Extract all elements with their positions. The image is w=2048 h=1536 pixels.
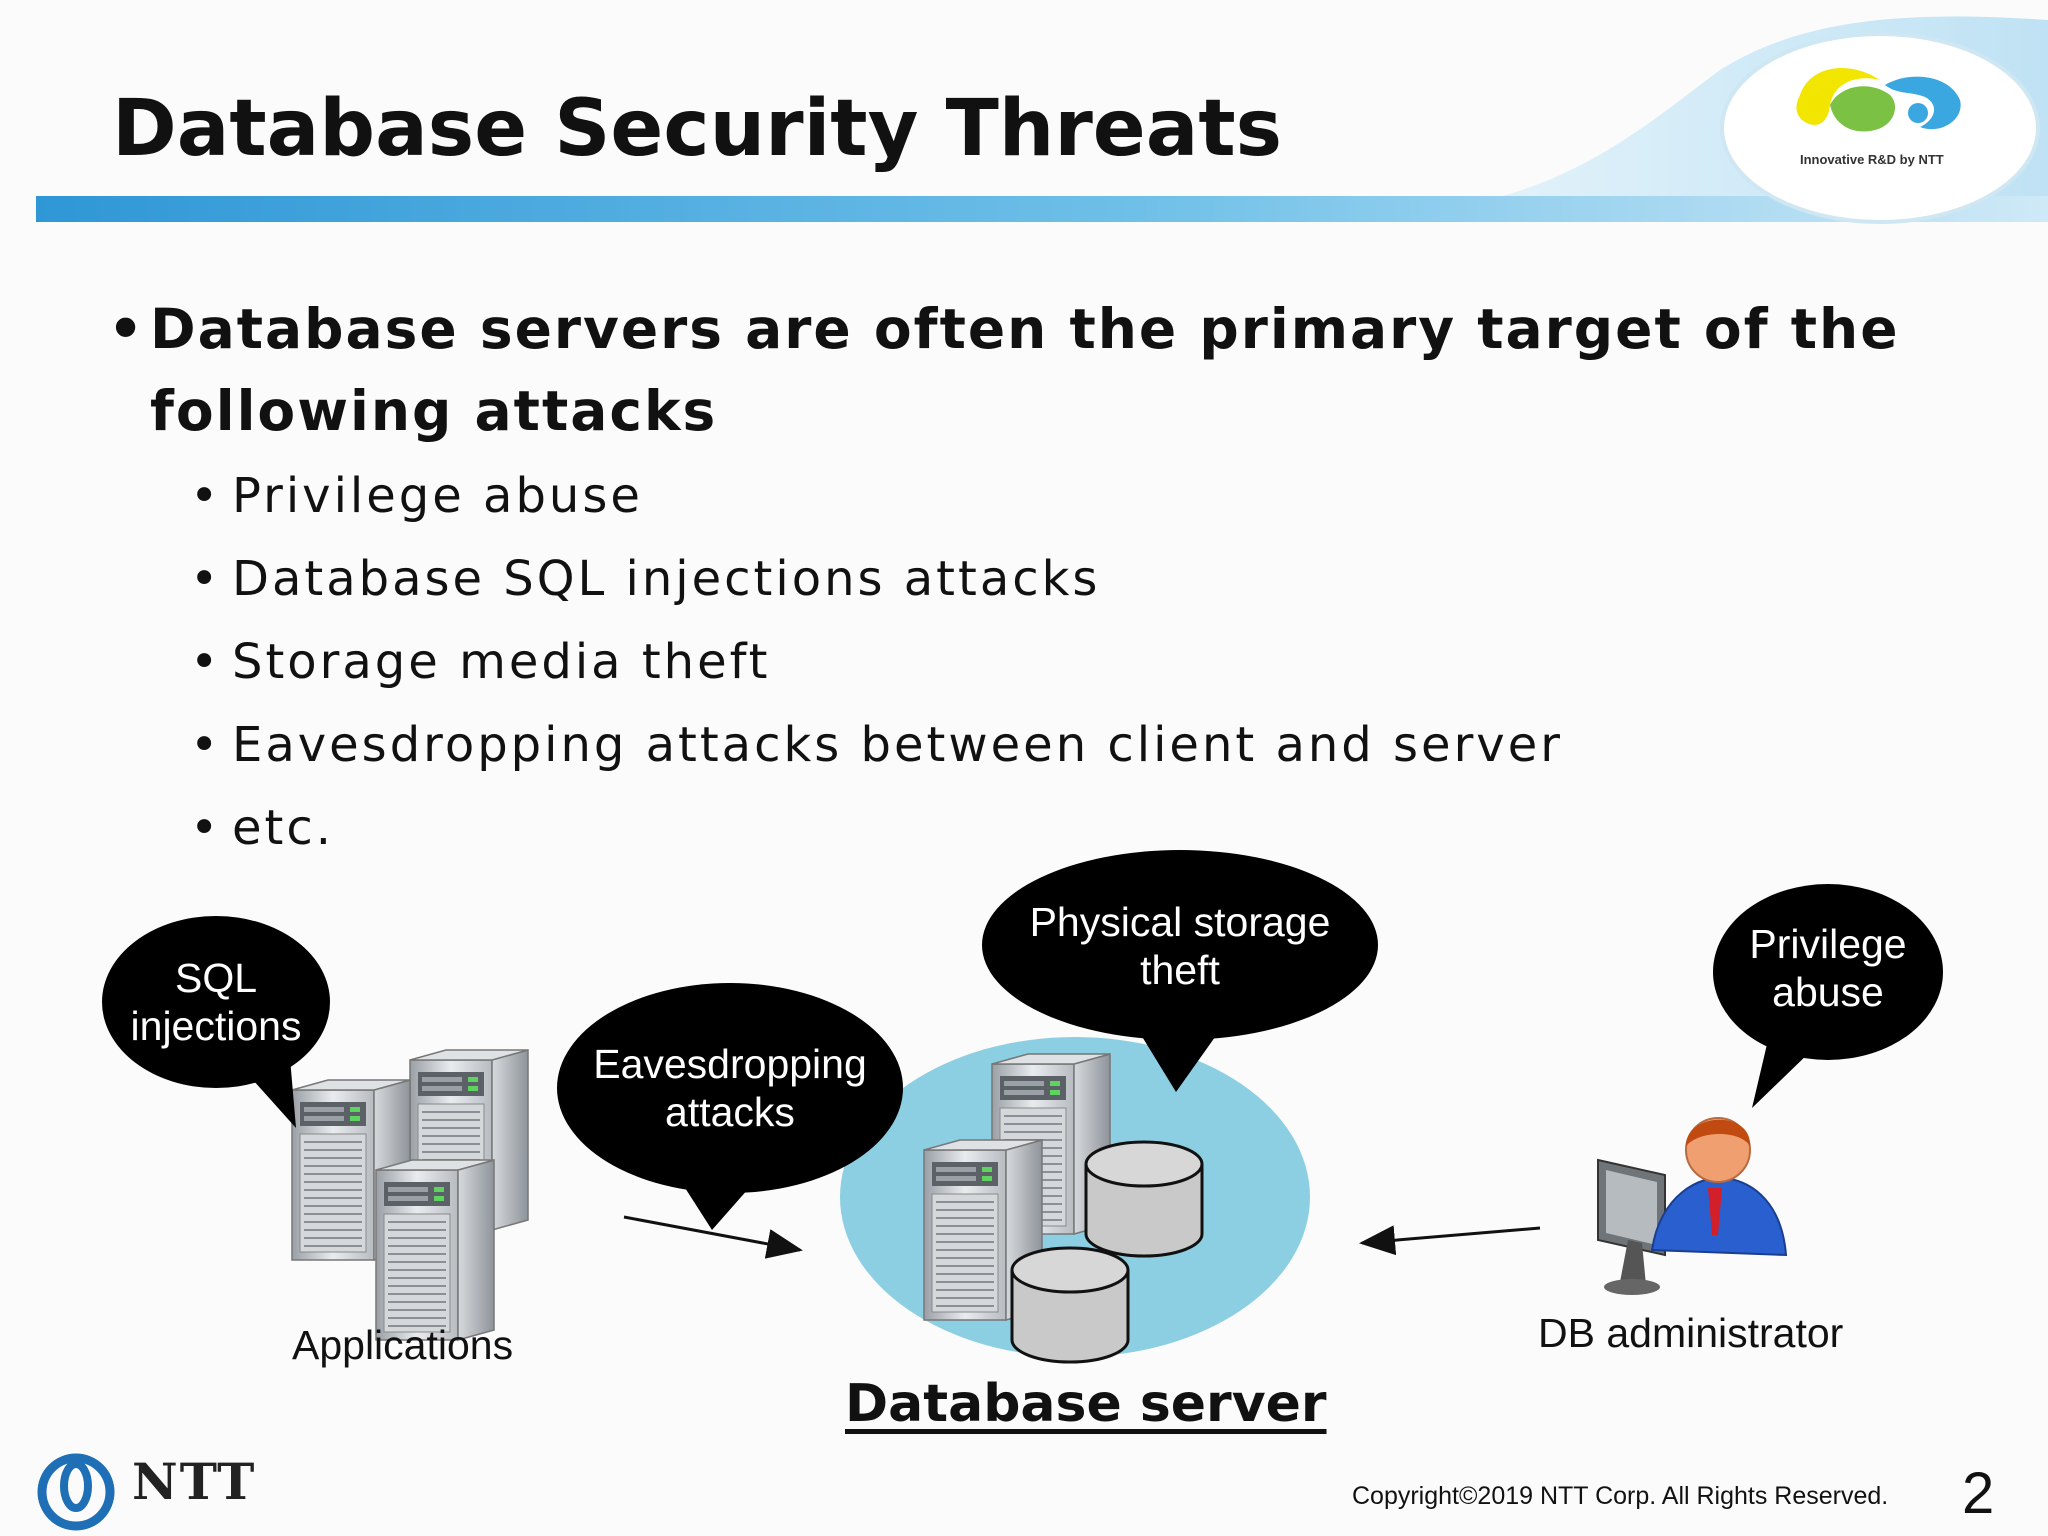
bubble-privilege-abuse [1713, 884, 1943, 1108]
db-administrator-label: DB administrator [1538, 1310, 1844, 1356]
sub-bullet: •Database SQL injections attacks [190, 551, 1100, 607]
bubble-line: attacks [665, 1089, 795, 1135]
database-server-label: Database server [845, 1374, 1327, 1434]
bullet-dot: • [190, 634, 222, 690]
ntt-logo-text: NTT [132, 1452, 257, 1511]
bubble-line: theft [1140, 947, 1220, 993]
brand-tagline: Innovative R&D by NTT [1800, 152, 1944, 167]
sub-bullet: •etc. [190, 800, 334, 856]
sub-bullet-text: Storage media theft [232, 634, 771, 690]
bullet-dot: • [190, 717, 222, 773]
sub-bullet: •Storage media theft [190, 634, 770, 690]
bubble-line: abuse [1772, 969, 1884, 1015]
bubble-line: Physical storage [1029, 899, 1331, 945]
bubble-sql-injections [102, 916, 330, 1128]
bullet-dot: • [108, 297, 146, 361]
bullet-dot: • [190, 551, 222, 607]
innovative-rnd-logo-icon [1796, 68, 1961, 132]
sub-bullet-text: Privilege abuse [232, 468, 643, 524]
main-bullet-text: Database servers are often the primary t… [150, 297, 1900, 443]
bubble-line: Privilege [1749, 921, 1907, 967]
bubble-line: injections [130, 1003, 302, 1049]
applications-label: Applications [292, 1322, 514, 1368]
slide-title: Database Security Threats [112, 84, 1283, 174]
bubble-eavesdrop-text: Eavesdropping attacks [570, 1040, 890, 1136]
page-number: 2 [1962, 1461, 1995, 1526]
main-bullet: • Database servers are often the primary… [108, 288, 1908, 452]
bubble-line: SQL [174, 955, 258, 1001]
sub-bullet: •Eavesdropping attacks between client an… [190, 717, 1563, 773]
bubble-line: Eavesdropping [593, 1041, 867, 1087]
bullet-dot: • [190, 468, 222, 524]
db-administrator-icon [1597, 1117, 1788, 1295]
copyright-text: Copyright©2019 NTT Corp. All Rights Rese… [1352, 1482, 1889, 1510]
sub-bullet-text: Eavesdropping attacks between client and… [232, 717, 1563, 773]
bubble-physical-storage-theft [982, 850, 1378, 1092]
arrow-app-to-server [623, 1215, 803, 1259]
bubble-privilege-text: Privilege abuse [1728, 920, 1928, 1016]
bubble-sql-text: SQL injections [116, 954, 316, 1050]
arrow-admin-to-server [1359, 1225, 1541, 1256]
bullet-dot: • [190, 800, 222, 856]
bubble-physical-text: Physical storage theft [1010, 898, 1350, 994]
sub-bullet-text: Database SQL injections attacks [232, 551, 1101, 607]
sub-bullet-text: etc. [232, 800, 334, 856]
sub-bullet: •Privilege abuse [190, 468, 643, 524]
application-server-icon [291, 1049, 529, 1341]
bubble-eavesdropping [557, 983, 903, 1230]
ntt-logo-icon [37, 1453, 115, 1531]
